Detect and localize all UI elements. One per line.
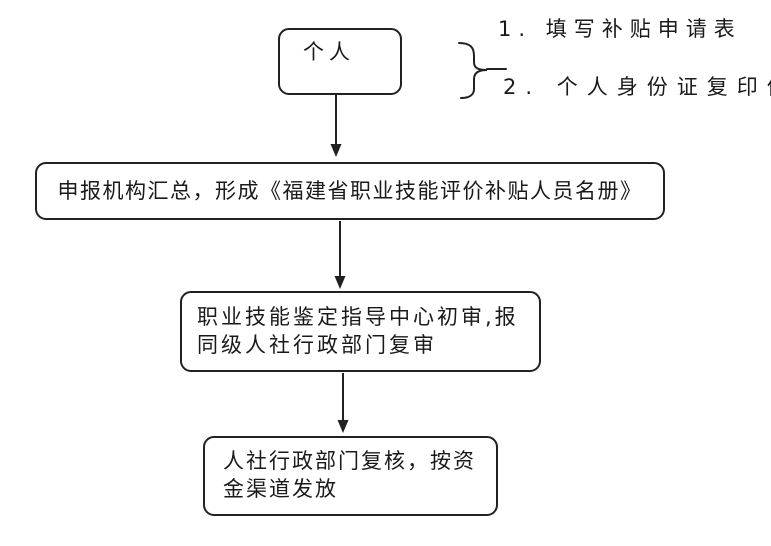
annotation-note-2: 2. 个人身份证复印件 [503,75,771,99]
arrow-roster-to-review [334,221,346,289]
arrowhead-icon [334,276,346,289]
node-disburse-label-line1: 人社行政部门复核，按资 [223,449,476,473]
annotation-note-1: 1. 填写补贴申请表 [498,17,742,41]
arrow-individual-to-roster [330,95,342,157]
node-review-label-line1: 职业技能鉴定指导中心初审,报 [197,305,519,329]
node-roster-label: 申报机构汇总，形成《福建省职业技能评价补贴人员名册》 [57,179,643,203]
arrowhead-icon [337,420,349,433]
flow-node-roster: 申报机构汇总，形成《福建省职业技能评价补贴人员名册》 [35,162,665,220]
flow-node-disburse: 人社行政部门复核，按资 金渠道发放 [203,436,498,516]
flow-node-review: 职业技能鉴定指导中心初审,报 同级人社行政部门复审 [180,291,541,372]
node-individual-label: 个人 [303,39,355,64]
node-disburse-label-line2: 金渠道发放 [223,477,338,501]
arrowhead-icon [330,144,342,157]
arrow-review-to-disburse [337,373,349,433]
node-review-label-line2: 同级人社行政部门复审 [197,333,437,357]
flow-node-individual: 个人 [278,28,402,95]
brace-icon [458,42,507,99]
